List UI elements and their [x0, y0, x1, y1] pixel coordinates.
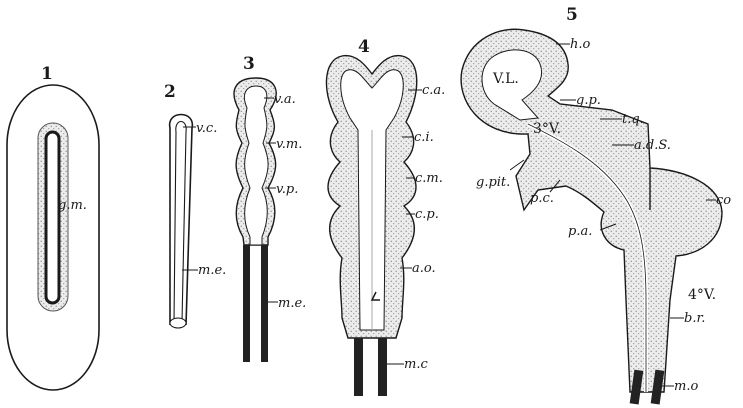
figure-number-3: 3	[243, 54, 255, 74]
neural-tube-inner	[174, 122, 186, 323]
spinal-cord-right	[378, 338, 387, 396]
label-v-p: v.p.	[276, 182, 298, 197]
label-v-l: V.L.	[492, 71, 519, 87]
label-m-e-fig3: m.e.	[278, 296, 306, 311]
spinal-cord-left	[243, 245, 250, 362]
label-v-a: v.a.	[274, 92, 296, 107]
label-m-c: m.c	[404, 357, 428, 372]
label-c-a: c.a.	[422, 83, 445, 98]
tube-end	[170, 318, 186, 328]
label-c-i: c.i.	[414, 130, 434, 145]
figure-number-2: 2	[164, 82, 176, 102]
figure-2: 2 v.c. m.e.	[164, 82, 226, 328]
label-h-o: h.o	[570, 37, 591, 52]
label-m-e-fig2: m.e.	[198, 263, 226, 278]
label-p-c: p.c.	[530, 191, 554, 206]
label-c-m: c.m.	[415, 171, 443, 186]
label-v-c: v.c.	[196, 121, 217, 136]
label-v-m: v.m.	[276, 137, 302, 152]
label-a-o: a.o.	[412, 261, 436, 276]
label-g-p: g.p.	[576, 93, 601, 108]
figure-number-1: 1	[41, 64, 53, 84]
figure-number-5: 5	[566, 5, 578, 25]
label-m-o: m.o	[674, 379, 698, 394]
label-p-a: p.a.	[568, 224, 592, 239]
label-4-v: 4°V.	[688, 287, 716, 303]
label-3-v: 3°V.	[533, 121, 561, 137]
label-a-d-s: a.d.S.	[634, 138, 671, 153]
label-b-r: b.r.	[684, 311, 705, 326]
figure-4: 4 c.a. c.i. c.m. c.p. a.o. m.c	[326, 37, 445, 396]
label-g-m: g.m.	[58, 198, 87, 213]
figure-5: 5 V.L. 3°V. 4°V. h.o g.p. t.q. a.d.S. co…	[461, 5, 731, 405]
label-t-q: t.q.	[622, 112, 644, 127]
spinal-cord-left	[354, 338, 363, 396]
label-co: co	[716, 193, 731, 208]
figure-1: 1 g.m.	[7, 64, 99, 390]
neural-tube-outline	[170, 115, 193, 326]
brain-vesicles-cavity	[244, 86, 268, 245]
label-g-pit: g.pit.	[476, 175, 510, 190]
label-c-p: c.p.	[415, 207, 439, 222]
figure-3: 3 v.a. v.m. v.p. m.e.	[234, 54, 306, 362]
medullary-groove	[46, 132, 59, 303]
figure-number-4: 4	[358, 37, 370, 57]
spinal-cord-right	[261, 245, 268, 362]
